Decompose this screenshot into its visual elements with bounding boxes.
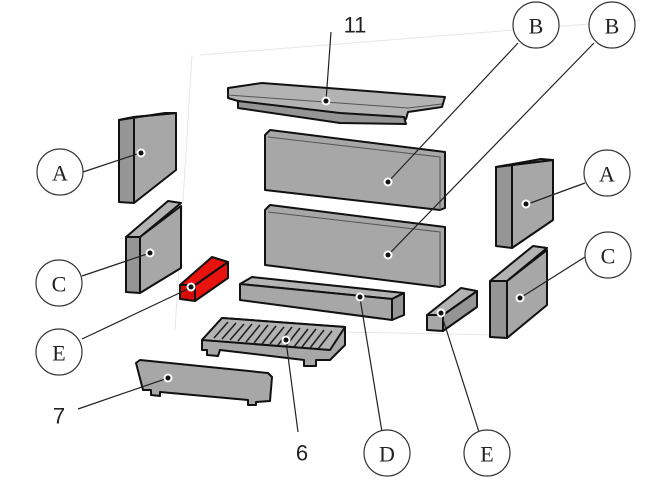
- part-small-block-right[interactable]: [426, 287, 478, 332]
- callout-6[interactable]: 6: [296, 441, 308, 466]
- part-side-brick-right-upper[interactable]: [495, 158, 554, 249]
- part-small-block-left-highlighted[interactable]: [179, 256, 229, 302]
- callout-label: 6: [296, 441, 308, 466]
- callout-11[interactable]: 11: [344, 13, 367, 38]
- callout-label: B: [605, 14, 620, 39]
- part-rear-brick-lower[interactable]: [264, 204, 446, 288]
- part-side-brick-left-lower[interactable]: [125, 200, 182, 294]
- callout-E-right[interactable]: E: [463, 429, 511, 477]
- part-grate[interactable]: [201, 317, 346, 367]
- callout-C-left[interactable]: C: [35, 259, 83, 307]
- callout-B-upper[interactable]: B: [512, 1, 560, 49]
- callout-label: A: [52, 161, 68, 186]
- grate-bars: [213, 321, 333, 350]
- anchor-dots: [136, 96, 531, 383]
- callout-label: 11: [344, 13, 367, 38]
- part-top-baffle[interactable]: [227, 82, 446, 125]
- callout-A-right[interactable]: A: [583, 149, 631, 197]
- part-front-plate[interactable]: [135, 359, 273, 406]
- callout-label: A: [599, 162, 615, 187]
- callout-label: E: [52, 341, 65, 366]
- callout-label: C: [52, 272, 67, 297]
- callout-E-left[interactable]: E: [35, 328, 83, 376]
- callout-7[interactable]: 7: [53, 404, 65, 429]
- leader-lines: [77, 31, 595, 433]
- callout-label: 7: [53, 404, 65, 429]
- callout-label: D: [379, 442, 395, 467]
- callout-C-right[interactable]: C: [584, 231, 632, 279]
- callout-D[interactable]: D: [363, 429, 411, 477]
- part-bottom-brick[interactable]: [239, 276, 405, 321]
- part-side-brick-left-upper[interactable]: [118, 112, 177, 204]
- callout-B-lower[interactable]: B: [588, 1, 636, 49]
- callout-label: E: [480, 442, 493, 467]
- part-rear-brick-upper[interactable]: [264, 129, 446, 211]
- callout-label: B: [529, 14, 544, 39]
- part-side-brick-right-lower[interactable]: [489, 245, 548, 339]
- callout-A-left[interactable]: A: [36, 148, 84, 196]
- callout-label: C: [601, 244, 616, 269]
